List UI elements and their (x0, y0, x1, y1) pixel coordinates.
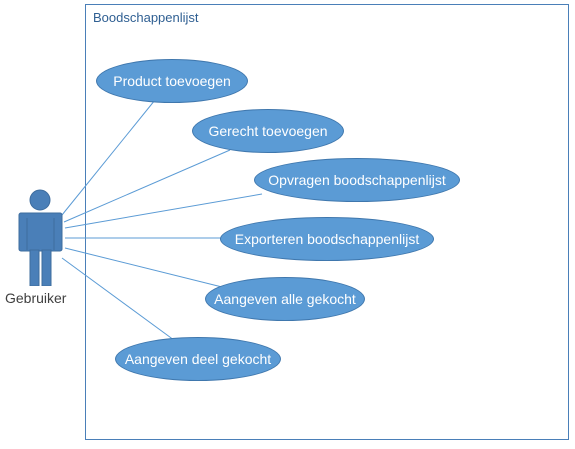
usecase-gerecht-toevoegen[interactable]: Gerecht toevoegen (192, 109, 344, 153)
association-line-product-toevoegen (61, 99, 156, 216)
usecase-product-toevoegen[interactable]: Product toevoegen (96, 59, 248, 103)
usecase-aangeven-deel-gekocht[interactable]: Aangeven deel gekocht (115, 337, 281, 381)
usecase-opvragen-boodschappenlijst[interactable]: Opvragen boodschappenlijst (254, 158, 460, 202)
association-line-deel-gekocht (61, 257, 179, 344)
person-icon (18, 189, 63, 287)
actor-label: Gebruiker (5, 290, 67, 306)
usecase-aangeven-alle-gekocht[interactable]: Aangeven alle gekocht (205, 277, 365, 321)
system-title: Boodschappenlijst (93, 10, 199, 25)
actor-gebruiker[interactable] (16, 188, 66, 287)
association-line-gerecht-toevoegen (63, 149, 231, 223)
association-line-alle-gekocht (64, 247, 223, 288)
system-boundary: Boodschappenlijst (85, 4, 569, 440)
association-line-opvragen (64, 193, 263, 229)
usecase-exporteren-boodschappenlijst[interactable]: Exporteren boodschappenlijst (220, 217, 434, 261)
